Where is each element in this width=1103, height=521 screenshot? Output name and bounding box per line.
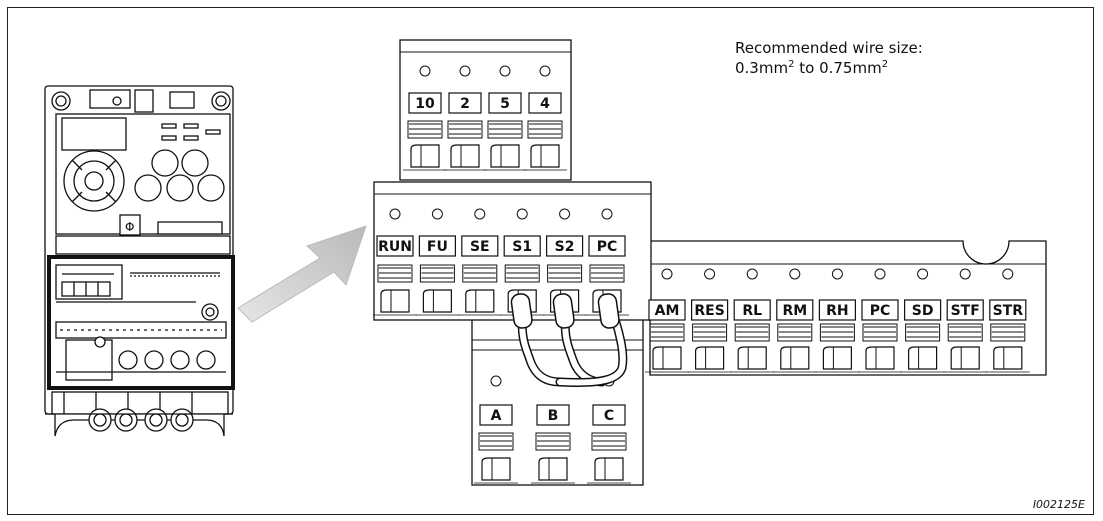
terminal-analog-5: 5 — [483, 65, 527, 171]
terminal-input-STF: STF — [943, 268, 988, 373]
terminal-analog-10: 10 — [403, 65, 447, 171]
terminal-label: RL — [742, 303, 762, 319]
wire-ferrule — [597, 293, 620, 329]
terminal-label: PC — [597, 239, 618, 255]
wire-ferrule — [552, 293, 575, 329]
terminal-input-RM: RM — [772, 268, 817, 373]
terminal-label: B — [548, 408, 559, 424]
terminal-contact-B: B — [531, 404, 575, 484]
terminal-input-STR: STR — [985, 268, 1030, 373]
terminal-input-PC: PC — [858, 268, 902, 373]
terminal-label: RH — [826, 303, 849, 319]
terminal-analog-2: 2 — [443, 65, 487, 171]
terminal-label: RM — [782, 303, 807, 319]
terminal-input-AM: AM — [645, 268, 689, 373]
terminal-label: RES — [694, 303, 724, 319]
svg-text:Φ: Φ — [125, 220, 134, 234]
terminal-label: SD — [912, 303, 934, 319]
terminal-relay-SE: SE — [457, 208, 502, 316]
terminal-label: 10 — [415, 96, 435, 112]
terminal-input-RES: RES — [687, 268, 732, 373]
inverter-illustration: Φ — [44, 85, 235, 437]
jumper-wires — [510, 293, 628, 387]
terminal-input-RL: RL — [730, 268, 775, 373]
figure-frame — [7, 7, 1094, 515]
contact-terminal-block — [471, 318, 644, 486]
terminal-label: PC — [870, 303, 891, 319]
figure-code: I002125E — [1032, 498, 1085, 511]
terminal-label: SE — [470, 239, 490, 255]
terminal-contact-A: A — [474, 375, 518, 484]
terminal-label: 5 — [500, 96, 510, 112]
wire-size-heading: Recommended wire size: — [735, 39, 923, 57]
zoom-arrow — [237, 225, 367, 323]
terminal-label: 4 — [540, 96, 550, 112]
wire-size-range: 0.3mm2 to 0.75mm2 — [735, 59, 889, 77]
terminal-label: AM — [655, 303, 680, 319]
wire-size-note: Recommended wire size: 0.3mm2 to 0.75mm2 — [735, 38, 923, 78]
terminal-label: A — [491, 408, 502, 424]
terminal-label: C — [604, 408, 614, 424]
terminal-label: S1 — [512, 239, 532, 255]
terminal-label: STF — [951, 303, 980, 319]
terminal-label: STR — [993, 303, 1024, 319]
terminal-analog-4: 4 — [523, 65, 567, 171]
terminal-relay-RUN: RUN — [373, 208, 417, 316]
terminal-relay-FU: FU — [415, 208, 460, 316]
terminal-input-RH: RH — [815, 268, 860, 373]
terminal-label: 2 — [460, 96, 470, 112]
wire-ferrule — [510, 293, 533, 329]
terminal-input-SD: SD — [900, 268, 945, 373]
terminal-label: S2 — [555, 239, 575, 255]
terminal-label: RUN — [378, 239, 412, 255]
terminal-label: FU — [427, 239, 448, 255]
